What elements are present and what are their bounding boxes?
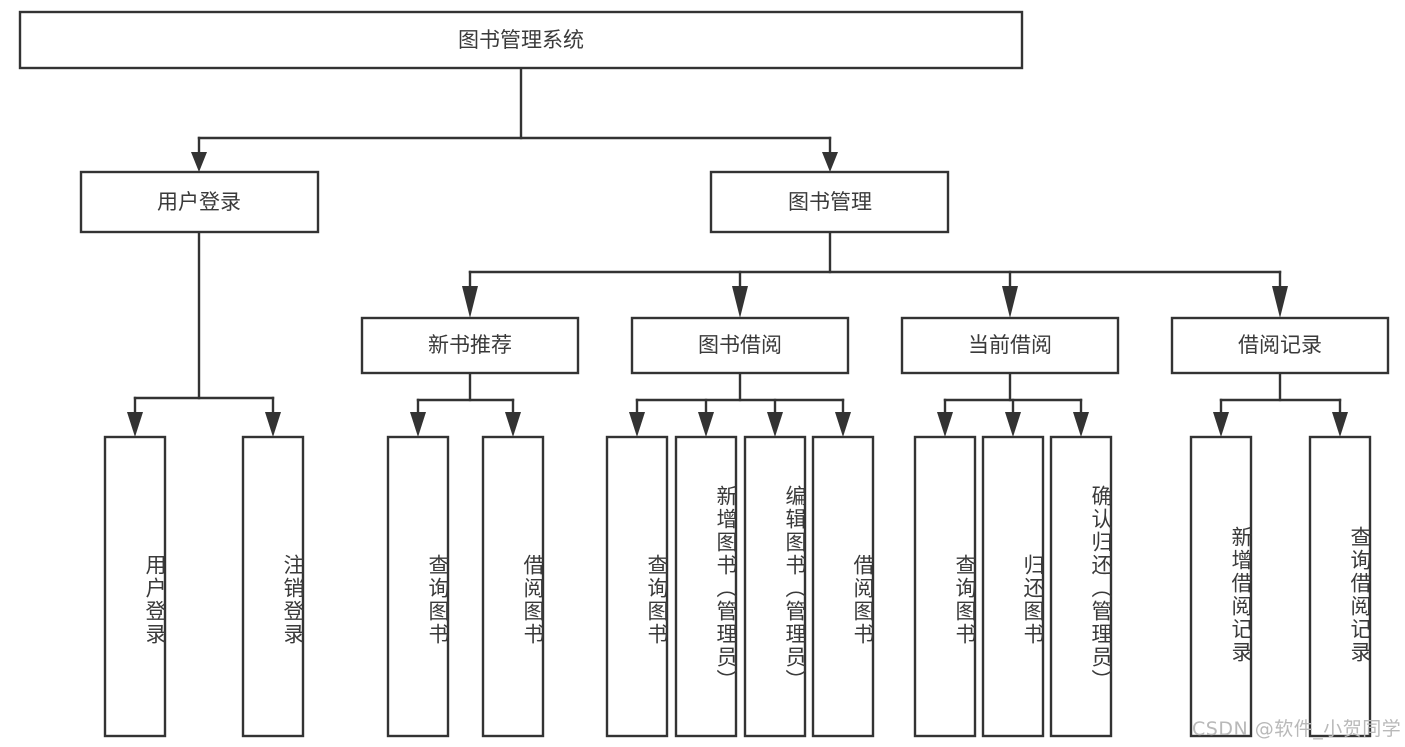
leaf-book-borrow-0[interactable]: [605, 435, 669, 738]
leaf-new-book-1[interactable]: [481, 435, 545, 738]
node-current-borrow[interactable]: [900, 316, 1120, 375]
arrowhead-borrowrecord-leaf1: [1213, 412, 1229, 437]
arrowhead-borrow-record: [1272, 286, 1288, 318]
node-box-group: [18, 10, 1390, 738]
label-book-manage: 图书管理: [788, 190, 872, 214]
arrowhead-bookborrow-leaf3: [767, 412, 783, 437]
arrowhead-borrowrecord-leaf2: [1332, 412, 1348, 437]
leaf-book-borrow-1[interactable]: [674, 435, 738, 738]
arrowhead-currentborrow-leaf2: [1005, 412, 1021, 437]
leaf-user-login-0[interactable]: [103, 435, 167, 738]
node-book-manage[interactable]: [709, 170, 950, 234]
label-root: 图书管理系统: [458, 28, 584, 52]
arrowhead-book-borrow: [732, 286, 748, 318]
label-user-login: 用户登录: [157, 190, 241, 214]
node-book-borrow[interactable]: [630, 316, 850, 375]
arrowhead-current-borrow: [1002, 286, 1018, 318]
arrowhead-new-book: [462, 286, 478, 318]
arrowhead-leaf-user-login: [127, 412, 143, 437]
arrowhead-bookborrow-leaf4: [835, 412, 851, 437]
node-root[interactable]: [18, 10, 1024, 70]
arrowhead-newbook-leaf2: [505, 412, 521, 437]
csdn-watermark: CSDN @软件_小贺同学: [1192, 718, 1402, 740]
leaf-user-login-1[interactable]: [241, 435, 305, 738]
arrowhead-newbook-leaf1: [410, 412, 426, 437]
leaf-new-book-0[interactable]: [386, 435, 450, 738]
label-borrow-record: 借阅记录: [1238, 333, 1322, 357]
leaf-borrow-record-1[interactable]: [1308, 435, 1372, 738]
label-book-borrow: 图书借阅: [698, 333, 782, 357]
connector-group: [127, 66, 1348, 437]
label-current-borrow: 当前借阅: [968, 333, 1052, 357]
arrowhead-bookborrow-leaf2: [698, 412, 714, 437]
arrowhead-currentborrow-leaf3: [1073, 412, 1089, 437]
horizontal-label-group: 图书管理系统 用户登录 图书管理 新书推荐 图书借阅 当前借阅 借阅记录: [157, 28, 1322, 357]
node-new-book-recommend[interactable]: [360, 316, 580, 375]
node-user-login[interactable]: [79, 170, 320, 234]
leaf-borrow-record-0[interactable]: [1189, 435, 1253, 738]
arrowhead-currentborrow-leaf1: [937, 412, 953, 437]
leaf-book-borrow-3[interactable]: [811, 435, 875, 738]
label-new-book-recommend: 新书推荐: [428, 333, 512, 357]
leaf-current-borrow-0[interactable]: [913, 435, 977, 738]
leaf-current-borrow-1[interactable]: [981, 435, 1045, 738]
arrowhead-leaf-logout: [265, 412, 281, 437]
node-borrow-record[interactable]: [1170, 316, 1390, 375]
leaf-book-borrow-2[interactable]: [743, 435, 807, 738]
leaf-current-borrow-2[interactable]: [1049, 435, 1113, 738]
arrowhead-bookborrow-leaf1: [629, 412, 645, 437]
arrowhead-user-login: [191, 152, 207, 172]
arrowhead-book-manage: [822, 152, 838, 172]
